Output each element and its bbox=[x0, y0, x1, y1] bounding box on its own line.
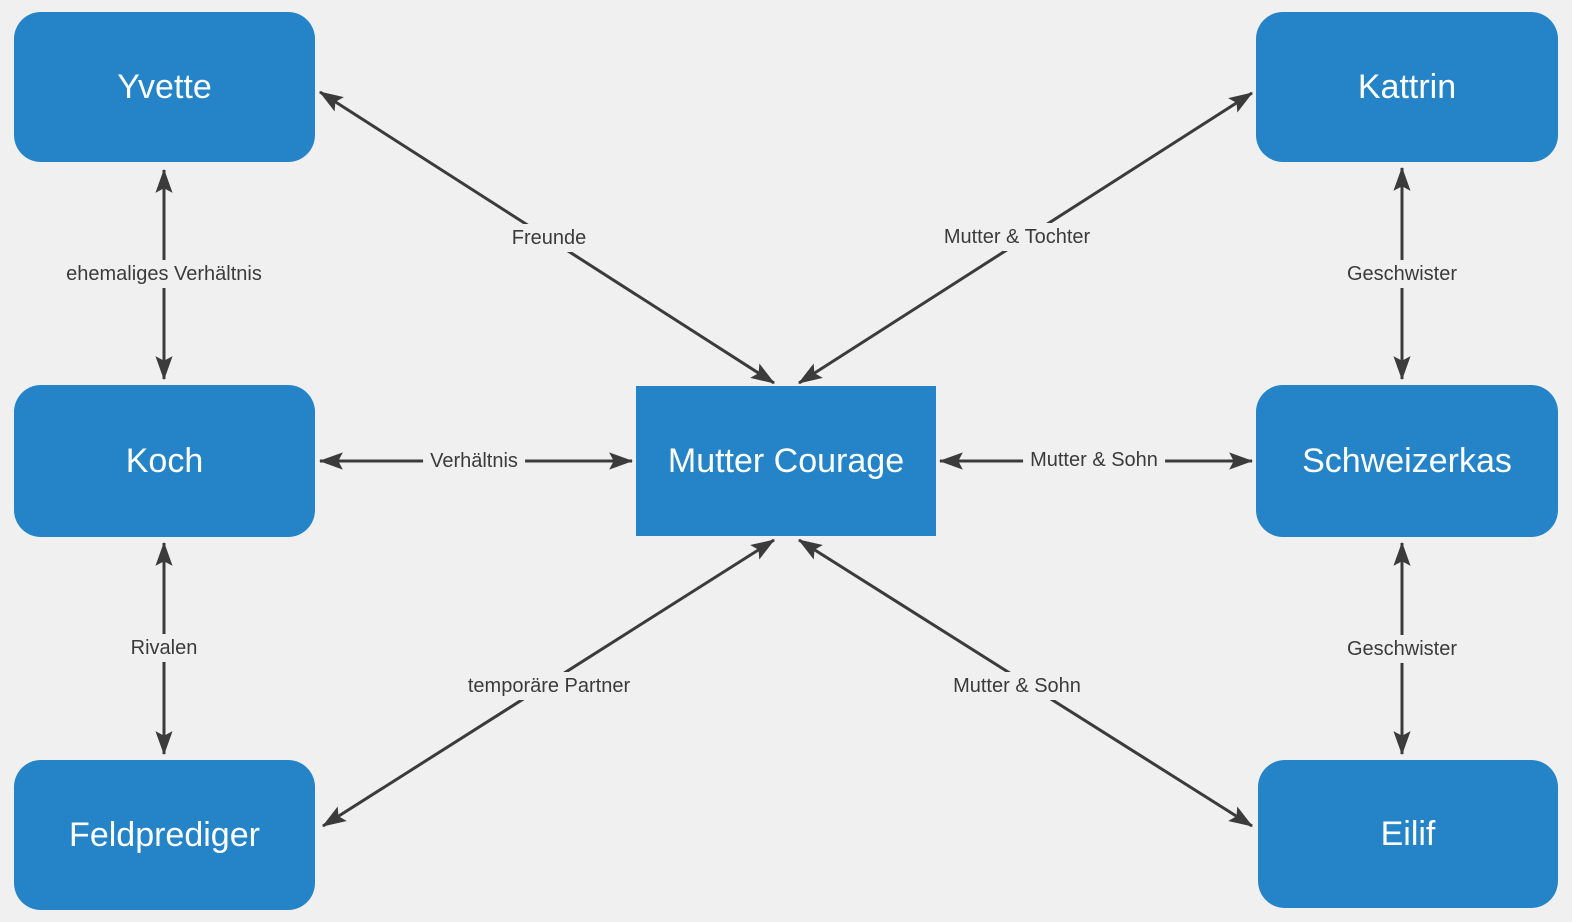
node-kattrin-label: Kattrin bbox=[1357, 67, 1457, 106]
node-schweizerkas[interactable]: Schweizerkas bbox=[1256, 385, 1558, 537]
edge-label-mutter-tochter: Mutter & Tochter bbox=[936, 223, 1098, 251]
node-kattrin[interactable]: Kattrin bbox=[1256, 12, 1558, 162]
node-yvette[interactable]: Yvette bbox=[14, 12, 315, 162]
node-mutter-courage-label: Mutter Courage bbox=[667, 441, 905, 480]
edge-label-ehemaliges-verhaeltnis: ehemaliges Verhältnis bbox=[59, 260, 269, 288]
edge-label-verhaeltnis: Verhältnis bbox=[423, 447, 525, 475]
edge-label-rivalen: Rivalen bbox=[123, 634, 205, 662]
node-koch-label: Koch bbox=[125, 441, 204, 480]
edge-label-temporaere-partner: temporäre Partner bbox=[460, 672, 638, 700]
node-mutter-courage[interactable]: Mutter Courage bbox=[636, 386, 936, 536]
node-feldprediger[interactable]: Feldprediger bbox=[14, 760, 315, 910]
edge-label-freunde: Freunde bbox=[504, 224, 594, 252]
edge-label-geschwister-top: Geschwister bbox=[1339, 260, 1465, 288]
node-eilif[interactable]: Eilif bbox=[1258, 760, 1558, 908]
edge-label-mutter-sohn-bottom: Mutter & Sohn bbox=[946, 672, 1088, 700]
node-yvette-label: Yvette bbox=[117, 67, 212, 106]
edge-label-geschwister-bottom: Geschwister bbox=[1339, 635, 1465, 663]
edge-label-mutter-sohn-right: Mutter & Sohn bbox=[1023, 446, 1165, 474]
node-eilif-label: Eilif bbox=[1380, 814, 1436, 853]
node-schweizerkas-label: Schweizerkas bbox=[1302, 441, 1512, 480]
node-feldprediger-label: Feldprediger bbox=[69, 815, 260, 854]
node-koch[interactable]: Koch bbox=[14, 385, 315, 537]
